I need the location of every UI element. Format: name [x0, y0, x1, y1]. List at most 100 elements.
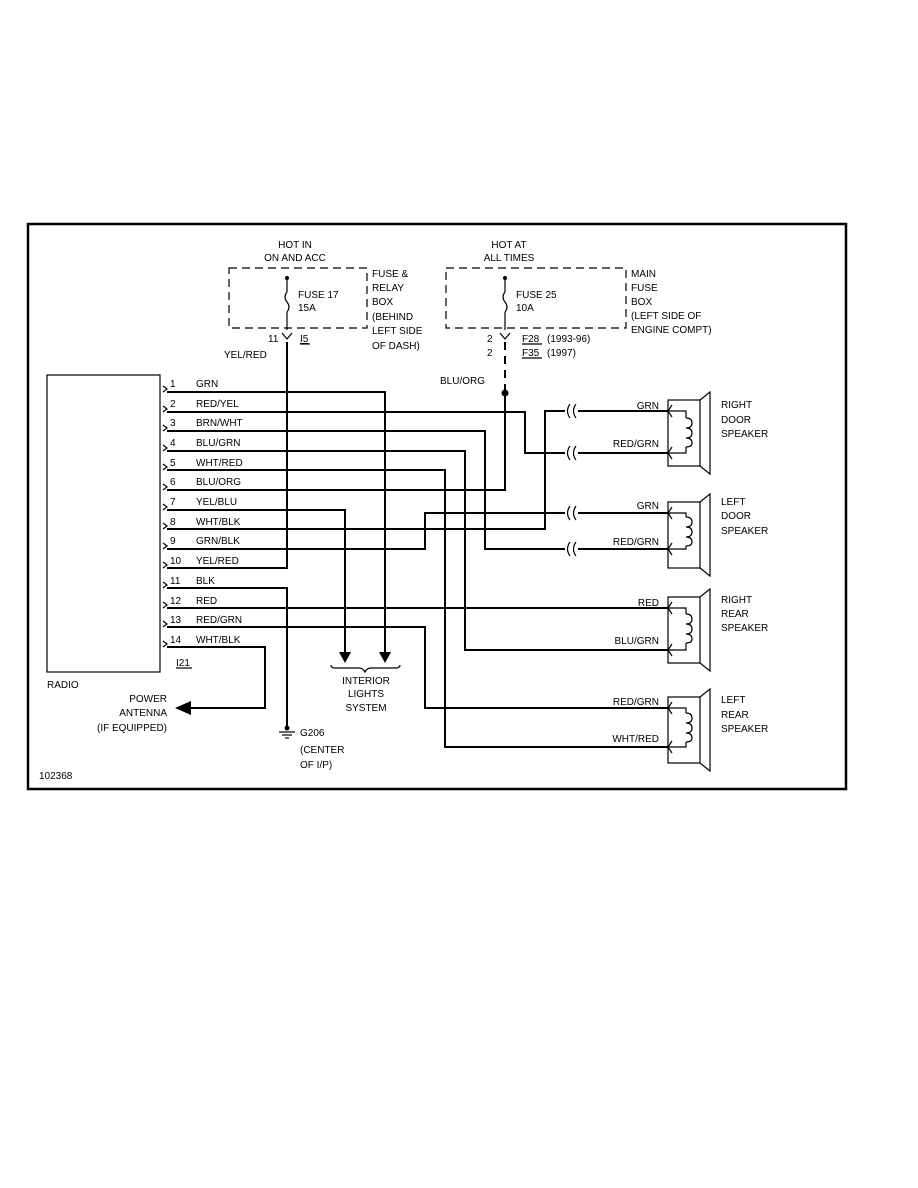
pin-num: 11 [170, 576, 181, 587]
fuse1-name: FUSE 17 [298, 290, 339, 301]
fuse2-conn-a: F28 [522, 334, 540, 345]
fuse2-conn-b: F35 [522, 348, 540, 359]
pin-wire: RED/YEL [196, 399, 239, 410]
fuse2-wire-label: BLU/ORG [440, 376, 485, 387]
pin-num: 5 [170, 458, 176, 469]
fuse2-pin-a: 2 [487, 334, 493, 345]
fuse1-box-line3: BOX [372, 297, 393, 308]
pin-wire: RED [196, 596, 217, 607]
speaker-left-door-wire-top: GRN [637, 501, 659, 512]
speaker-left-door-line3: SPEAKER [721, 526, 768, 537]
power-antenna-line1: POWER [129, 694, 167, 705]
speaker-right-rear-line2: REAR [721, 609, 749, 620]
speaker-left-door-wire-bottom: RED/GRN [613, 537, 659, 548]
fuse1-hot-line2: ON AND ACC [264, 253, 326, 264]
pin-num: 3 [170, 418, 176, 429]
fuse1-connector: I5 [300, 334, 309, 345]
speaker-right-rear-wire-top: RED [638, 598, 659, 609]
pin-num: 8 [170, 517, 176, 528]
pin-wire: WHT/BLK [196, 517, 241, 528]
power-antenna-line3: (IF EQUIPPED) [97, 723, 167, 734]
fuse-relay-box [228, 267, 368, 329]
fuse1-box-line5: LEFT SIDE [372, 326, 423, 337]
pin-num: 2 [170, 399, 176, 410]
fuse2-box-line3: BOX [631, 297, 652, 308]
radio-pins: 1 GRN 2 RED/YEL 3 BRN/WHT 4 BLU/GRN 5 WH… [162, 379, 243, 648]
pin-wire: BLU/GRN [196, 438, 240, 449]
fuse2-name: FUSE 25 [516, 290, 557, 301]
wires [167, 342, 668, 748]
pin-wire: WHT/RED [196, 458, 243, 469]
fuse1-box-line4: (BEHIND [372, 312, 413, 323]
speaker-left-rear-line1: LEFT [721, 695, 745, 706]
fuse2-years-a: (1993-96) [547, 334, 590, 345]
ground-name: G206 [300, 728, 325, 739]
speaker-right-door-line2: DOOR [721, 415, 751, 426]
pin-num: 14 [170, 635, 182, 646]
radio-label: RADIO [47, 680, 79, 691]
speaker-right-rear-line3: SPEAKER [721, 623, 768, 634]
speaker-left-rear-wire-top: RED/GRN [613, 697, 659, 708]
fuse2-hot-line2: ALL TIMES [484, 253, 535, 264]
speaker-right-rear-wire-bottom: BLU/GRN [615, 636, 659, 647]
ground-icon [279, 725, 295, 739]
inline-connectors [566, 403, 577, 557]
speaker-left-door [667, 492, 711, 578]
interior-lights-arrow [379, 652, 391, 663]
pin-num: 10 [170, 556, 182, 567]
speaker-left-rear [667, 687, 711, 773]
speaker-left-door-line2: DOOR [721, 511, 751, 522]
power-antenna-line2: ANTENNA [119, 708, 167, 719]
ground-line2: (CENTER [300, 745, 344, 756]
speaker-right-rear [667, 587, 711, 673]
pin-num: 6 [170, 477, 176, 488]
speaker-right-door-line3: SPEAKER [721, 429, 768, 440]
fuse2-box-line4: (LEFT SIDE OF [631, 311, 701, 322]
fuse1-box-line2: RELAY [372, 283, 404, 294]
radio-connector: I21 [176, 658, 190, 669]
speaker-left-door-line1: LEFT [721, 497, 745, 508]
pin-wire: BRN/WHT [196, 418, 243, 429]
pin-num: 4 [170, 438, 176, 449]
fuse2-box-line2: FUSE [631, 283, 658, 294]
fuse1-box-line6: OF DASH) [372, 341, 420, 352]
pin-num: 1 [170, 379, 176, 390]
pin-wire: WHT/BLK [196, 635, 241, 646]
speaker-right-door [667, 390, 711, 476]
pin-wire: YEL/BLU [196, 497, 237, 508]
fuse1-hot-line1: HOT IN [278, 240, 312, 251]
speaker-right-door-wire-top: GRN [637, 401, 659, 412]
figure-id: 102368 [39, 771, 73, 782]
interior-lights-line3: SYSTEM [345, 703, 386, 714]
interior-lights-line1: INTERIOR [342, 676, 390, 687]
ground-line3: OF I/P) [300, 760, 332, 771]
pin-wire: BLK [196, 576, 215, 587]
fuse2-box-line1: MAIN [631, 269, 656, 280]
pin-num: 12 [170, 596, 182, 607]
radio-unit [46, 374, 161, 673]
fuse1-rating: 15A [298, 303, 316, 314]
pin-wire: YEL/RED [196, 556, 239, 567]
speaker-left-rear-line2: REAR [721, 710, 749, 721]
main-fuse-box [445, 267, 627, 329]
fuse2-rating: 10A [516, 303, 534, 314]
fuse1-pin: 11 [268, 334, 279, 345]
pin-num: 9 [170, 536, 176, 547]
power-antenna-arrow [175, 701, 191, 715]
pin-num: 13 [170, 615, 182, 626]
speaker-left-rear-wire-bottom: WHT/RED [612, 734, 659, 745]
speaker-right-rear-line1: RIGHT [721, 595, 752, 606]
fuse2-hot-line1: HOT AT [491, 240, 526, 251]
speaker-right-door-line1: RIGHT [721, 400, 752, 411]
diagram-frame [26, 222, 848, 791]
fuse2-pin-b: 2 [487, 348, 493, 359]
pin-wire: RED/GRN [196, 615, 242, 626]
fuse1-box-line1: FUSE & [372, 269, 408, 280]
fuse1-wire-label: YEL/RED [224, 350, 267, 361]
pin-num: 7 [170, 497, 176, 508]
speaker-left-rear-line3: SPEAKER [721, 724, 768, 735]
interior-lights-arrow [339, 652, 351, 663]
fuse2-box-line5: ENGINE COMPT) [631, 325, 712, 336]
speaker-right-door-wire-bottom: RED/GRN [613, 439, 659, 450]
